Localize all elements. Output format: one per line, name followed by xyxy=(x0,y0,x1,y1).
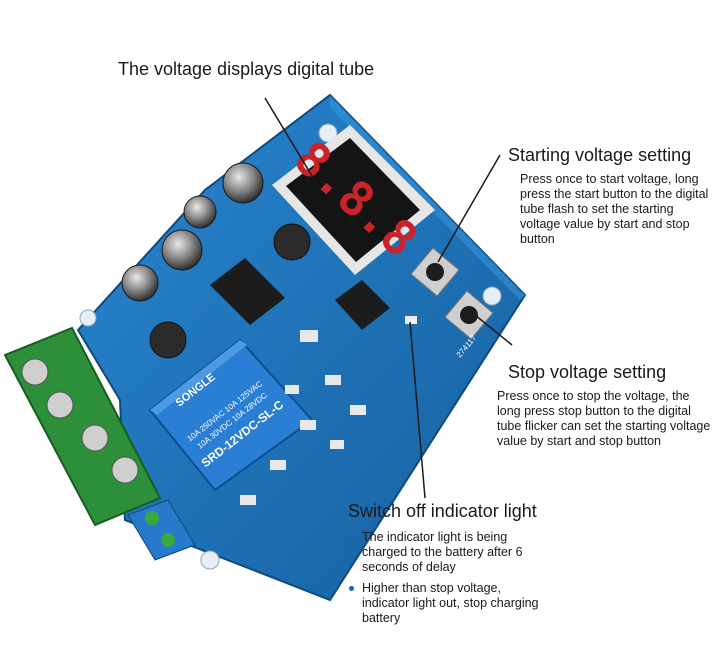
indicator-bullet: The indicator light is being charged to … xyxy=(348,530,548,575)
indicator-callout: Switch off indicator light The indicator… xyxy=(348,501,548,632)
ic-chip xyxy=(335,280,390,330)
inductor xyxy=(273,223,311,261)
stop-setting-description: Press once to stop the voltage, the long… xyxy=(497,389,711,448)
ic-chip xyxy=(210,258,285,325)
indicator-led xyxy=(405,316,417,324)
smd-components xyxy=(240,330,366,505)
start-button xyxy=(410,247,460,297)
screw-terminal-block xyxy=(3,326,162,527)
stop-setting-callout: Stop voltage setting Press once to stop … xyxy=(497,362,712,449)
inductor xyxy=(149,321,187,359)
start-setting-description: Press once to start voltage, long press … xyxy=(520,172,709,246)
start-setting-title: Starting voltage setting xyxy=(508,145,692,165)
stop-button xyxy=(444,290,494,340)
stop-setting-title: Stop voltage setting xyxy=(508,362,667,382)
display-callout-title: The voltage displays digital tube xyxy=(118,59,375,79)
indicator-bullet: Higher than stop voltage, indicator ligh… xyxy=(348,581,548,626)
start-setting-callout: Starting voltage setting Press once to s… xyxy=(508,145,713,247)
callout-lines xyxy=(264,97,513,499)
capacitors xyxy=(121,162,264,302)
indicator-bullets: The indicator light is being charged to … xyxy=(348,530,548,626)
relay: SONGLE 10A 250VAC 10A 125VAC 10A 30VDC 1… xyxy=(148,338,314,492)
indicator-title: Switch off indicator light xyxy=(348,501,537,521)
power-terminal xyxy=(127,499,196,561)
